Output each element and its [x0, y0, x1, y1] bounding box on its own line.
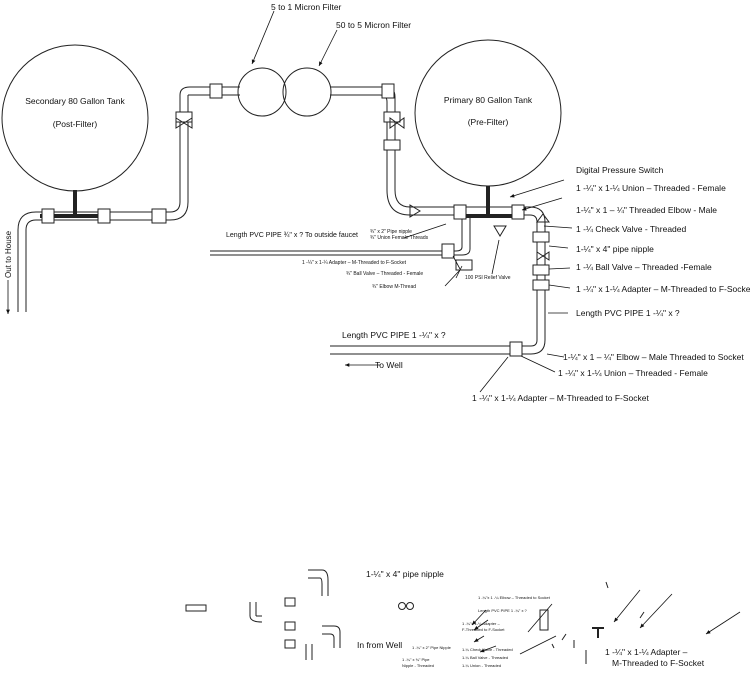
mini-adapter-1: 1 -¼"x 1-¼ Adapter – [462, 621, 500, 626]
label-length-pipe-bottom: Length PVC PIPE 1 -¼" x ? [342, 330, 446, 340]
mini-check-valve: 1-¼ Check Valve - Threaded [462, 647, 513, 652]
mini-pipe-3-4-2: Nipple - Threaded [402, 663, 434, 668]
label-check-valve: 1 -¼ Check Valve - Threaded [576, 224, 687, 234]
pipe-faucet-branch [210, 215, 471, 256]
label-ball-valve: 1 -¼ Ball Valve – Threaded -Female [576, 262, 712, 272]
label-faucet-union: ¾" Union Female Threads [370, 235, 429, 241]
parts-adapter-line2: M-Threaded to F-Socket [612, 658, 705, 668]
filter-1-housing [237, 67, 287, 117]
parts-sketches [185, 569, 645, 664]
mini-adapter-2: F-Threaded to F-Socket [462, 627, 505, 632]
label-faucet-ball-valve: ¾" Ball Valve – Threaded - Female [346, 271, 424, 277]
label-adapter: 1 -¼" x 1-¼ Adapter – M-Threaded to F-So… [576, 284, 750, 294]
mini-ball-valve: 1-¼ Ball Valve - Threaded [462, 655, 509, 660]
parts-in-from-well: In from Well [357, 640, 403, 650]
label-elbow-socket: 1-¼" x 1 – ¼" Elbow – Male Threaded to S… [563, 352, 744, 362]
label-relief-valve: 100 PSI Relief Valve [465, 275, 511, 281]
mini-pipe-nipple: 1 -¼" x 2" Pipe Nipple [412, 645, 451, 650]
parts-arrows [471, 589, 741, 655]
label-faucet-pipe: Length PVC PIPE ¾" x ? To outside faucet [226, 232, 358, 239]
secondary-tank-note: (Post-Filter) [52, 119, 98, 129]
label-pipe-nipple: 1-¼" x 4" pipe nipple [576, 244, 654, 254]
to-well-label: To Well [375, 360, 403, 370]
primary-tank-name: Primary 80 Gallon Tank [443, 95, 533, 105]
parts-adapter-line1: 1 -¼" x 1-¼ Adapter – [605, 647, 688, 657]
label-faucet-nipple: ¾" x 2" Pipe nipple [370, 229, 412, 235]
label-union-female: 1 -¼" x 1-¼ Union – Threaded - Female [576, 183, 726, 193]
secondary-tank [1, 44, 149, 192]
pipe-out-to-house [17, 86, 240, 312]
label-threaded-elbow: 1-¼" x 1 – ¼" Threaded Elbow - Male [576, 205, 718, 215]
leader-lines [6, 10, 573, 393]
label-faucet-elbow: ¾" Elbow M-Thread [372, 284, 417, 290]
parts-nipple-label: 1-¼" x 4" pipe nipple [366, 569, 444, 579]
filter-1-label: 5 to 1 Micron Filter [271, 2, 342, 12]
label-length-pipe-right: Length PVC PIPE 1 -¼" x ? [576, 308, 680, 318]
mini-elbow: 1 -¼"x 1 -¼ Elbow – Threaded to Socket [478, 595, 550, 600]
pipe-filters-to-primary [330, 86, 460, 216]
primary-tank-note: (Pre-Filter) [467, 117, 509, 127]
label-digital-pressure-switch: Digital Pressure Switch [576, 165, 664, 175]
primary-tank [414, 39, 562, 187]
label-faucet-adapter: 1 -¼" x 1-¼ Adapter – M-Threaded to F-So… [302, 260, 407, 266]
label-adapter-bottom: 1 -¼" x 1-¼ Adapter – M-Threaded to F-So… [472, 393, 649, 403]
out-to-house-label: Out to House [4, 230, 13, 278]
filter-2-housing [282, 67, 332, 117]
secondary-tank-name: Secondary 80 Gallon Tank [25, 96, 125, 106]
mini-pipe-3-4-1: 1 -¼" x ¾" Pipe [402, 657, 430, 662]
label-union-bottom: 1 -¼" x 1-¼ Union – Threaded - Female [558, 368, 708, 378]
mini-union: 1-¼ Union - Threaded [462, 663, 502, 668]
filter-2-label: 50 to 5 Micron Filter [336, 20, 412, 30]
mini-length-pipe: Length PVC PIPE 1 -¼" x ? [478, 608, 527, 613]
